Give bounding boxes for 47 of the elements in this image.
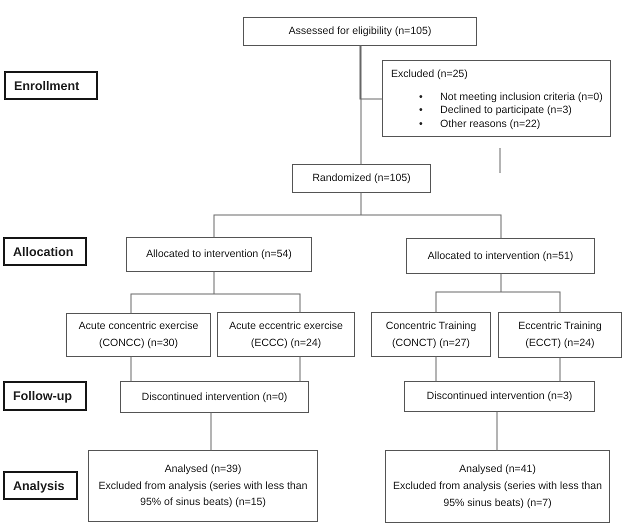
stage-label-box	[3, 237, 87, 266]
connector-line	[496, 412, 498, 450]
connector-line	[210, 412, 212, 450]
connector-line	[360, 46, 382, 100]
process-box	[120, 381, 309, 413]
stage-label: Follow-up	[13, 388, 72, 405]
stage-label-box	[3, 381, 87, 411]
process-box	[243, 17, 477, 46]
stage-label-box	[4, 71, 98, 100]
box-text: Discontinued intervention (n=0)	[142, 390, 288, 405]
connector-line	[360, 192, 502, 238]
box-text: Concentric Training (CONCT) (n=27)	[384, 318, 478, 350]
box-text: Randomized (n=105)	[312, 171, 411, 186]
box-note: Excluded from analysis (series with less than 95% sinus beats) (n=7)	[392, 479, 603, 511]
box-text: Acute eccentric exercise (ECCC) (n=24)	[228, 318, 344, 350]
stage-label: Analysis	[13, 478, 64, 495]
box-text: Discontinued intervention (n=3)	[426, 389, 572, 404]
box-text: Analysed (n=41)	[459, 462, 536, 478]
process-box	[385, 450, 610, 523]
process-box	[88, 450, 318, 522]
exclusion-box	[382, 60, 611, 137]
box-text: Eccentric Training (ECCT) (n=24)	[517, 319, 603, 351]
box-text: Allocated to intervention (n=51)	[428, 248, 574, 264]
process-box	[292, 164, 431, 193]
process-box	[217, 312, 355, 357]
connector-line	[130, 356, 132, 382]
connector-line	[360, 46, 362, 164]
connector-line	[500, 274, 560, 312]
box-text: Allocated to intervention (n=54)	[146, 247, 292, 262]
bullet-item: • Not meeting inclusion criteria (n=0)	[419, 90, 603, 104]
box-heading: Excluded (n=25)	[391, 67, 468, 82]
box-text: Analysed (n=39)	[164, 462, 242, 477]
box-note: Excluded from analysis (series with less than 95% of sinus beats) (n=15)	[98, 478, 308, 510]
box-text: Assessed for eligibility (n=105)	[288, 24, 432, 40]
process-box	[66, 313, 211, 357]
process-box	[126, 237, 312, 272]
process-box	[498, 312, 622, 358]
process-box	[406, 238, 595, 274]
process-box	[404, 381, 595, 412]
process-box	[371, 312, 491, 357]
bullet-item: • Declined to participate (n=3)	[419, 104, 573, 118]
stage-label-box	[3, 471, 78, 500]
stage-label: Enrollment	[14, 78, 80, 94]
connector-line	[214, 272, 300, 312]
bullet-item: • Other reasons (n=22)	[419, 118, 542, 132]
box-text: Acute concentric exercise (CONCC) (n=30)	[78, 319, 200, 351]
stage-label: Allocation	[13, 244, 74, 260]
